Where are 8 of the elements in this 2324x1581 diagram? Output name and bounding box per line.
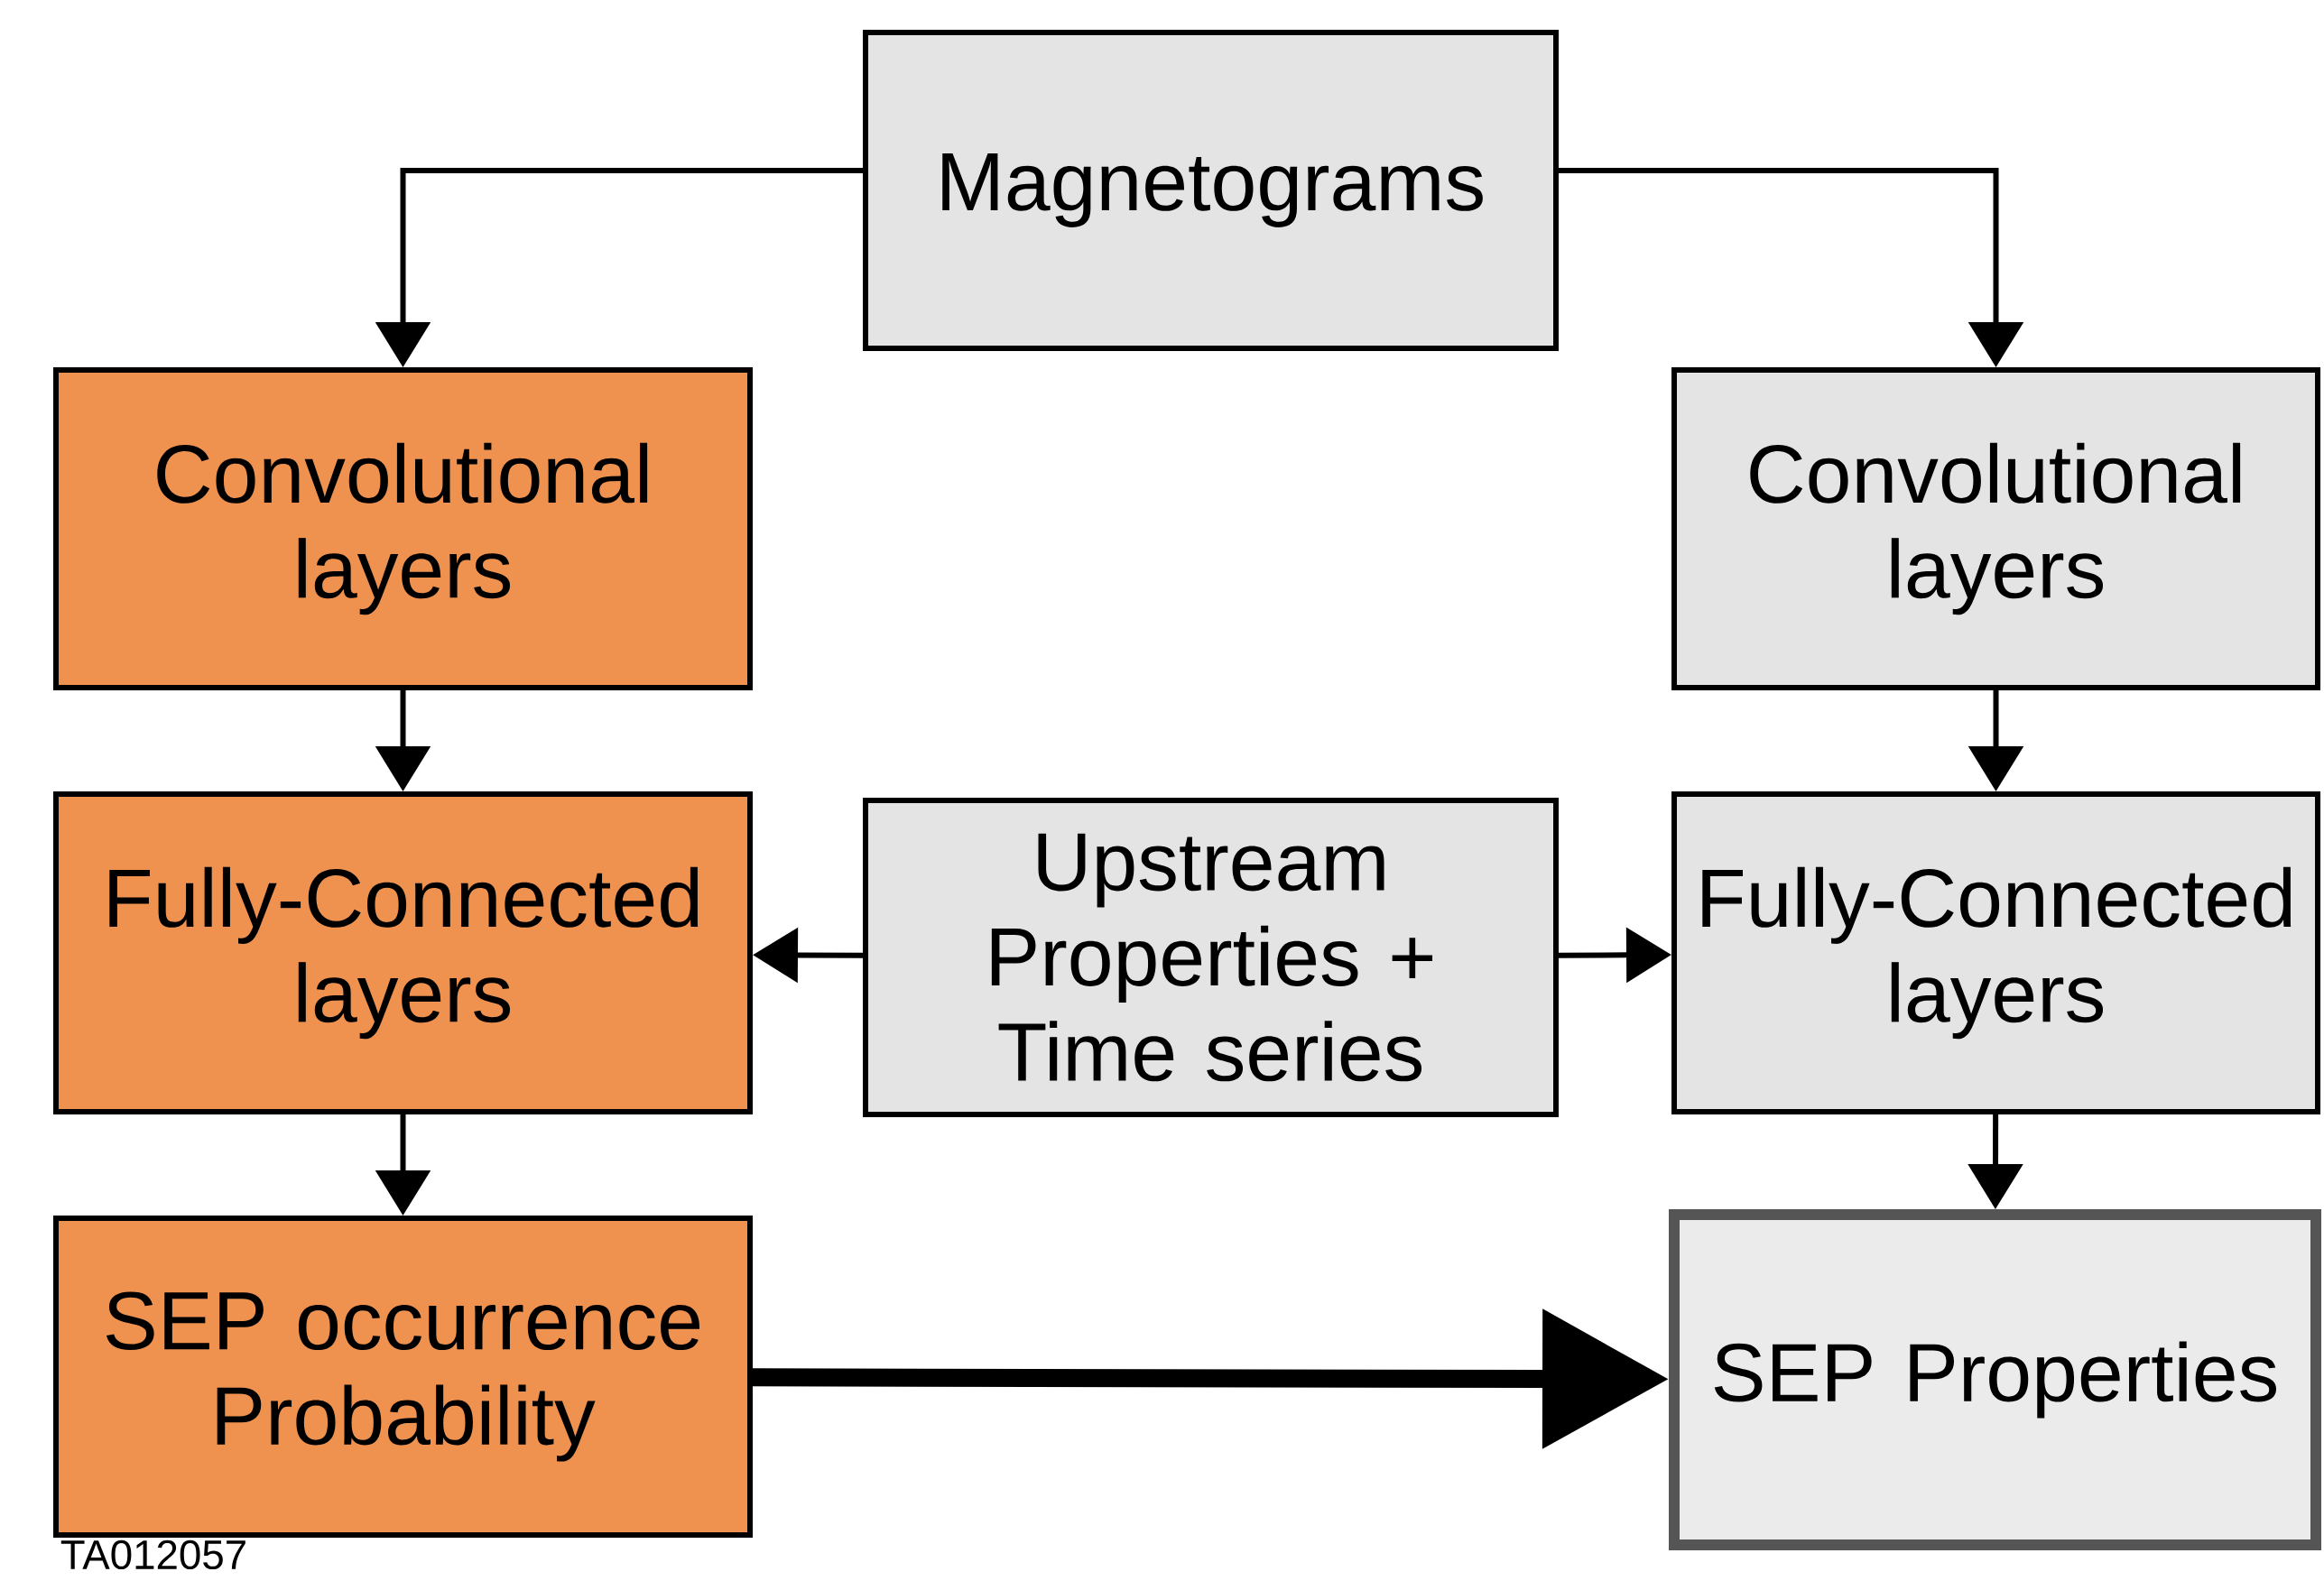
- process-box: Fully-Connected layers: [53, 791, 753, 1114]
- process-box: Convolutional layers: [53, 367, 753, 690]
- process-box: SEP occurrence Probability: [53, 1216, 753, 1538]
- process-box: Magnetograms: [863, 30, 1559, 351]
- process-box: Fully-Connected layers: [1671, 791, 2320, 1114]
- process-box: Convolutional layers: [1671, 367, 2320, 690]
- output-box: SEP Properties: [1669, 1209, 2321, 1551]
- process-box: Upstream Properties + Time series: [863, 798, 1559, 1117]
